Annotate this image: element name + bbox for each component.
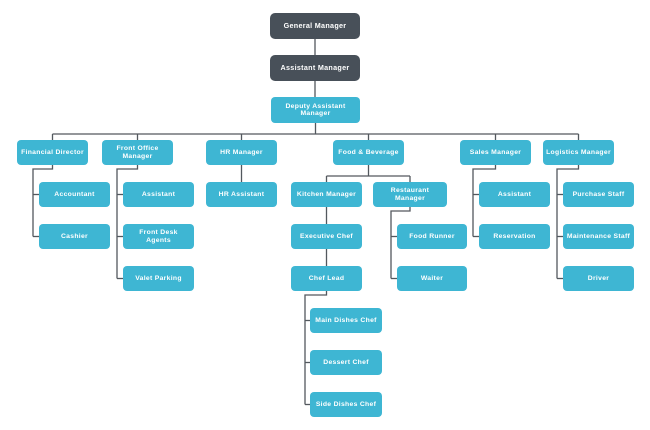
org-node-label: Valet Parking xyxy=(135,274,182,282)
org-node-label: General Manager xyxy=(283,21,347,31)
org-node-label: Financial Director xyxy=(21,148,84,156)
org-node-label: Front Office Manager xyxy=(116,145,159,160)
org-node-label: Dessert Chef xyxy=(323,358,369,366)
org-node-label: Waiter xyxy=(420,274,444,282)
org-node-label: Cashier xyxy=(60,232,89,240)
org-node-label: Front Desk Agents xyxy=(139,229,178,244)
org-node-purchase-staff[interactable]: Purchase Staff xyxy=(563,182,634,207)
org-node-front-desk-agents[interactable]: Front Desk Agents xyxy=(123,224,194,249)
org-node-side-dishes-chef[interactable]: Side Dishes Chef xyxy=(310,392,382,417)
org-node-label: Food Runner xyxy=(409,232,455,240)
org-node-label: Reservation xyxy=(493,232,536,240)
org-node-label: Sales Manager xyxy=(469,148,522,156)
org-node-label: Main Dishes Chef xyxy=(315,316,377,324)
org-node-main-dishes-chef[interactable]: Main Dishes Chef xyxy=(310,308,382,333)
org-node-hr-manager[interactable]: HR Manager xyxy=(206,140,277,165)
org-node-food-beverage[interactable]: Food & Beverage xyxy=(333,140,404,165)
org-node-general-manager[interactable]: General Manager xyxy=(270,13,360,39)
org-node-dessert-chef[interactable]: Dessert Chef xyxy=(310,350,382,375)
org-node-chef-lead[interactable]: Chef Lead xyxy=(291,266,362,291)
org-node-logistics-manager[interactable]: Logistics Manager xyxy=(543,140,614,165)
org-node-label: Deputy Assistant Manager xyxy=(285,102,346,117)
org-node-label: Side Dishes Chef xyxy=(315,400,377,408)
org-node-label: Chef Lead xyxy=(308,274,345,282)
org-node-label: Executive Chef xyxy=(300,232,353,240)
org-node-label: Maintenance Staff xyxy=(566,232,631,240)
org-node-label: HR Manager xyxy=(220,148,263,156)
org-node-label: HR Assistant xyxy=(218,190,265,198)
org-node-accountant[interactable]: Accountant xyxy=(39,182,110,207)
org-node-label: Assistant xyxy=(497,190,532,198)
org-node-hr-assistant[interactable]: HR Assistant xyxy=(206,182,277,207)
org-node-label: Purchase Staff xyxy=(572,190,625,198)
org-node-food-runner[interactable]: Food Runner xyxy=(397,224,467,249)
org-node-maintenance-staff[interactable]: Maintenance Staff xyxy=(563,224,634,249)
org-node-cashier[interactable]: Cashier xyxy=(39,224,110,249)
org-node-restaurant-manager[interactable]: Restaurant Manager xyxy=(373,182,447,207)
org-node-assistant-manager[interactable]: Assistant Manager xyxy=(270,55,360,81)
org-node-sales-assistant[interactable]: Assistant xyxy=(479,182,550,207)
org-node-label: Kitchen Manager xyxy=(296,190,357,198)
org-node-label: Driver xyxy=(587,274,610,282)
org-node-driver[interactable]: Driver xyxy=(563,266,634,291)
org-node-financial-director[interactable]: Financial Director xyxy=(17,140,88,165)
org-node-label: Accountant xyxy=(54,190,95,198)
org-node-label: Logistics Manager xyxy=(546,148,611,156)
org-node-front-office-assistant[interactable]: Assistant xyxy=(123,182,194,207)
org-node-label: Assistant Manager xyxy=(280,63,350,73)
org-node-label: Assistant xyxy=(141,190,176,198)
org-node-waiter[interactable]: Waiter xyxy=(397,266,467,291)
org-node-reservation[interactable]: Reservation xyxy=(479,224,550,249)
org-node-kitchen-manager[interactable]: Kitchen Manager xyxy=(291,182,362,207)
org-node-executive-chef[interactable]: Executive Chef xyxy=(291,224,362,249)
org-node-valet-parking[interactable]: Valet Parking xyxy=(123,266,194,291)
org-node-front-office-manager[interactable]: Front Office Manager xyxy=(102,140,173,165)
org-node-label: Food & Beverage xyxy=(338,148,399,156)
org-node-deputy-assistant-manager[interactable]: Deputy Assistant Manager xyxy=(271,97,360,123)
org-node-sales-manager[interactable]: Sales Manager xyxy=(460,140,531,165)
org-node-label: Restaurant Manager xyxy=(390,187,430,202)
